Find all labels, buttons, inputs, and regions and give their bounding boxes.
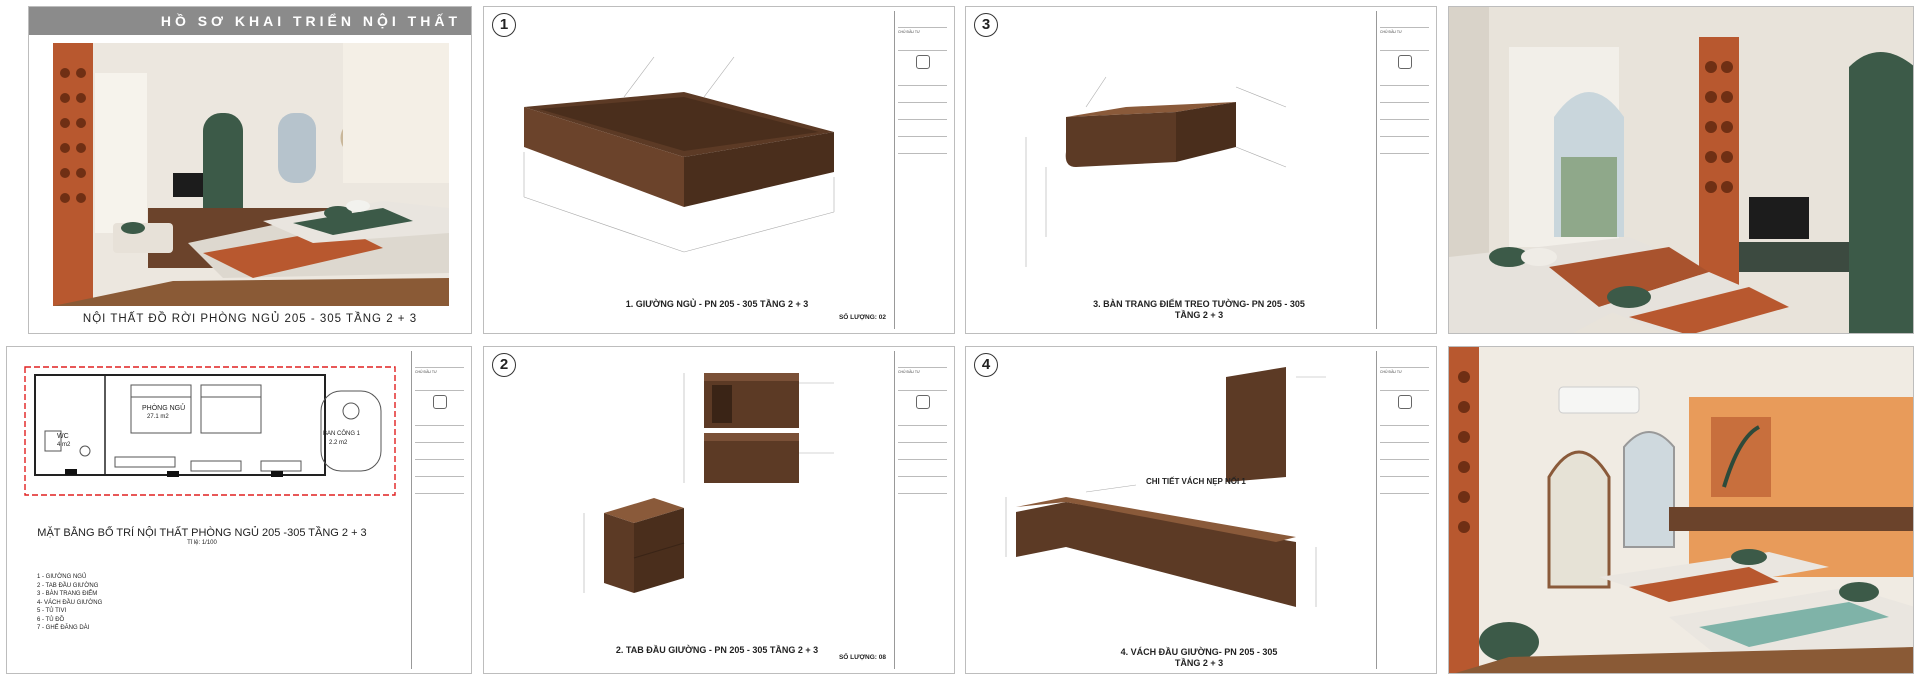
plan-title: MẶT BẰNG BỐ TRÍ NỘI THẤT PHÒNG NGỦ 205 -…	[37, 527, 367, 539]
cover-bedroom-render	[53, 43, 449, 306]
sheet-number: 3	[974, 13, 998, 37]
sheet-title-line1: 3. BÀN TRANG ĐIỂM TREO TƯỜNG- PN 205 - 3…	[1093, 299, 1305, 309]
cover-caption: NỘI THẤT ĐỒ RỜI PHÒNG NGỦ 205 - 305 TẦNG…	[82, 313, 418, 325]
legend-item: 2 - TAB ĐẦU GIƯỜNG	[37, 582, 99, 589]
company-logo-icon	[915, 55, 930, 69]
cover-header: HỒ SƠ KHAI TRIỂN NỘI THẤT	[160, 13, 461, 29]
title-block: CHỦ ĐẦU TƯ	[894, 351, 950, 669]
company-logo-icon	[1397, 55, 1412, 69]
legend-item: 7 - GHẾ ĐĂNG DÀI	[37, 625, 90, 631]
floor-plan-drawing	[24, 366, 396, 496]
cover-header-band: HỒ SƠ KHAI TRIỂN NỘI THẤT	[29, 7, 471, 35]
legend-item: 3 - BÀN TRANG ĐIỂM	[37, 591, 98, 597]
quantity-label: SỐ LƯỢNG: 02	[838, 314, 886, 321]
legend: 1 - GIƯỜNG NGỦ 2 - TAB ĐẦU GIƯỜNG 3 - BÀ…	[37, 573, 102, 633]
plan-scale: Tỉ lệ: 1/100	[187, 540, 217, 546]
sheet-title: 1. GIƯỜNG NGỦ - PN 205 - 305 TẦNG 2 + 3	[625, 299, 809, 309]
cover-panel: HỒ SƠ KHAI TRIỂN NỘI THẤT	[28, 6, 472, 334]
title-block: CHỦ ĐẦU TƯ	[894, 11, 950, 329]
room-label: PHÒNG NGỦ	[142, 405, 186, 412]
sheet-number: 2	[492, 353, 516, 377]
vanity-3d-drawing	[1025, 76, 1287, 267]
wc-area: 4 m2	[57, 442, 71, 448]
title-block: CHỦ ĐẦU TƯ	[1376, 11, 1432, 329]
sheet-title-line2: TẦNG 2 + 3	[1174, 310, 1224, 320]
bed-3d-drawing	[523, 56, 835, 253]
sheet-bed: 1 CHỦ ĐẦU TƯ 1. GIƯỜNG NGỦ - PN 205 - 30…	[483, 6, 955, 334]
company-logo-icon	[432, 395, 447, 409]
sheet-headboard-wall: 4 CHI TIẾT VÁCH NẸP NỐI 1 CHỦ ĐẦU TƯ 4. …	[965, 346, 1437, 674]
detail-label: CHI TIẾT VÁCH NẸP NỐI 1	[1146, 477, 1246, 486]
bedroom-render-2	[1448, 346, 1914, 674]
legend-item: 6 - TỦ ĐỒ	[37, 616, 65, 623]
wc-label: WC	[57, 433, 69, 440]
sheet-vanity: 3 CHỦ ĐẦU TƯ 3. BÀN TRANG ĐIỂM TREO TƯỜN…	[965, 6, 1437, 334]
legend-item: 1 - GIƯỜNG NGỦ	[37, 574, 87, 580]
sheet-title: 2. TAB ĐẦU GIƯỜNG - PN 205 - 305 TẦNG 2 …	[615, 645, 819, 655]
sheet-nightstand: 2 CHỦ ĐẦU TƯ 2. TAB ĐẦU GIƯỜNG - PN 205 …	[483, 346, 955, 674]
legend-item: 5 - TỦ TIVI	[37, 608, 67, 614]
company-logo-icon	[915, 395, 930, 409]
headboard-wall-drawing	[1005, 367, 1326, 607]
title-block: CHỦ ĐẦU TƯ	[1376, 351, 1432, 669]
sheet-number: 1	[492, 13, 516, 37]
legend-item: 4- VÁCH ĐẦU GIƯỜNG	[37, 599, 103, 606]
bedroom-render-1	[1448, 6, 1914, 334]
sheet-title-line1: 4. VÁCH ĐẦU GIƯỜNG- PN 205 - 305	[1120, 647, 1278, 657]
company-logo-icon	[1397, 395, 1412, 409]
title-block: CHỦ ĐẦU TƯ	[411, 351, 467, 669]
nightstand-drawing	[583, 373, 834, 593]
quantity-label: SỐ LƯỢNG: 08	[838, 654, 886, 661]
balcony-area: 2.2 m2	[329, 440, 348, 446]
balcony-label: BAN CÔNG 1	[323, 431, 361, 437]
room-area: 27.1 m2	[147, 414, 169, 420]
sheet-title-line2: TẦNG 2 + 3	[1174, 658, 1224, 668]
sheet-number: 4	[974, 353, 998, 377]
sheet-floor-plan: PHÒNG NGỦ 27.1 m2 WC 4 m2 BAN CÔNG 1 2.2…	[6, 346, 472, 674]
